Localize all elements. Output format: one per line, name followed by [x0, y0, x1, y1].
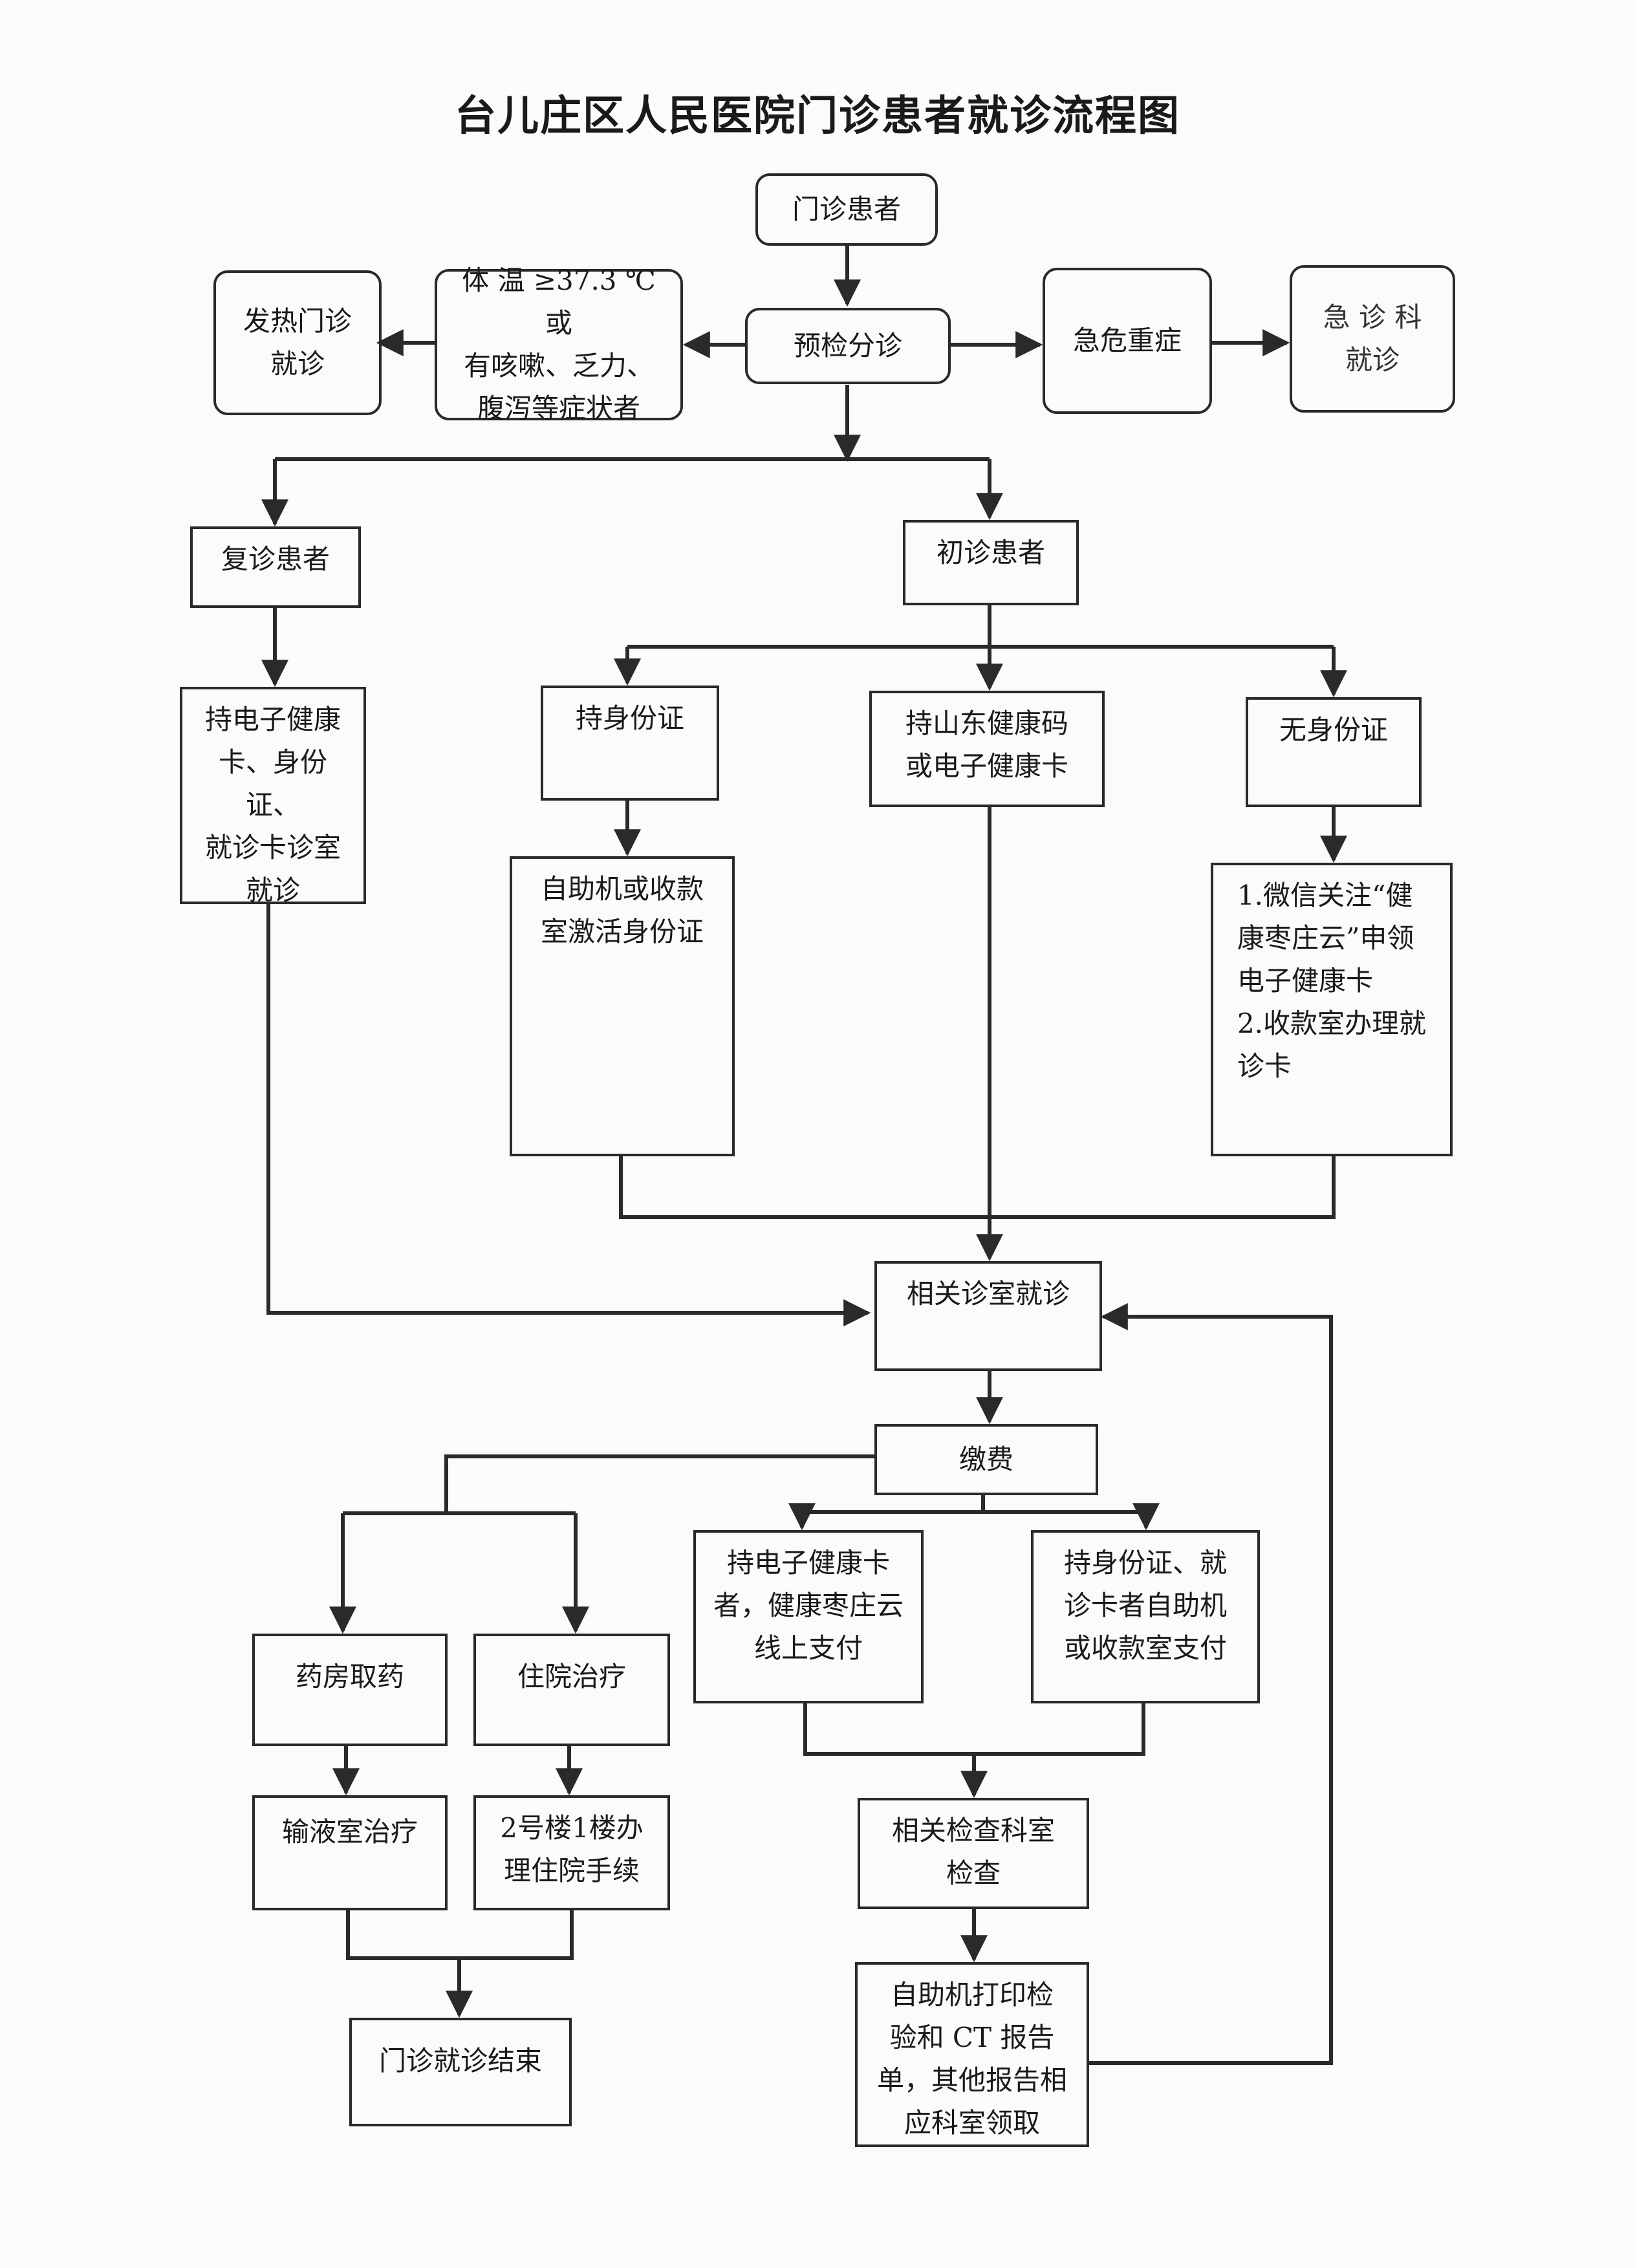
page-title: 台儿庄区人民医院门诊患者就诊流程图	[455, 92, 1180, 140]
node-emergency: 急 诊 科 就诊	[1290, 265, 1455, 413]
node-critical: 急危重症	[1043, 268, 1212, 414]
node-symptoms: 体 温 ≥37.3 ℃ 或 有咳嗽、乏力、 腹泻等症状者	[435, 265, 683, 424]
node-hospitalization: 住院治疗	[473, 1634, 670, 1746]
node-first-patient: 初诊患者	[903, 520, 1079, 605]
node-return-patient: 复诊患者	[190, 526, 361, 608]
node-with-id: 持身份证	[541, 686, 719, 801]
node-pharmacy: 药房取药	[252, 1634, 448, 1746]
node-outpatient: 门诊患者	[755, 173, 938, 246]
line-payment-left	[444, 1454, 874, 1513]
node-payment: 缴费	[874, 1424, 1098, 1495]
node-print-report: 自助机打印检 验和 CT 报告 单，其他报告相 应科室领取	[855, 1962, 1089, 2147]
node-triage: 预检分诊	[745, 308, 951, 384]
node-machine-pay: 持身份证、就 诊卡者自助机 或收款室支付	[1031, 1530, 1260, 1703]
line-merge-end	[346, 1910, 574, 1960]
node-online-pay: 持电子健康卡 者，健康枣庄云 线上支付	[693, 1530, 924, 1703]
node-admission: 2号楼1楼办 理住院手续	[473, 1795, 670, 1910]
node-infusion: 输液室治疗	[252, 1795, 448, 1910]
arrow-returncard-to-visit	[266, 902, 871, 1326]
node-return-card: 持电子健康 卡、身份证、 就诊卡诊室 就诊	[180, 687, 366, 906]
node-exam: 相关检查科室 检查	[858, 1798, 1089, 1909]
line-merge-activate	[619, 1156, 1336, 1219]
line-pay-merge	[803, 1702, 1145, 1756]
node-no-id: 无身份证	[1246, 697, 1422, 807]
node-activate-id: 自助机或收款 室激活身份证	[510, 856, 735, 1156]
arrow-print-loop-to-visit	[1087, 1303, 1333, 2065]
node-health-code: 持山东健康码 或电子健康卡	[869, 691, 1105, 807]
node-fever-clinic: 发热门诊 就诊	[213, 270, 382, 415]
node-clinic-visit: 相关诊室就诊	[874, 1261, 1102, 1371]
node-visit-end: 门诊就诊结束	[349, 2018, 572, 2126]
node-no-id-steps: 1.微信关注“健 康枣庄云”申领 电子健康卡 2.收款室办理就 诊卡	[1211, 863, 1453, 1156]
